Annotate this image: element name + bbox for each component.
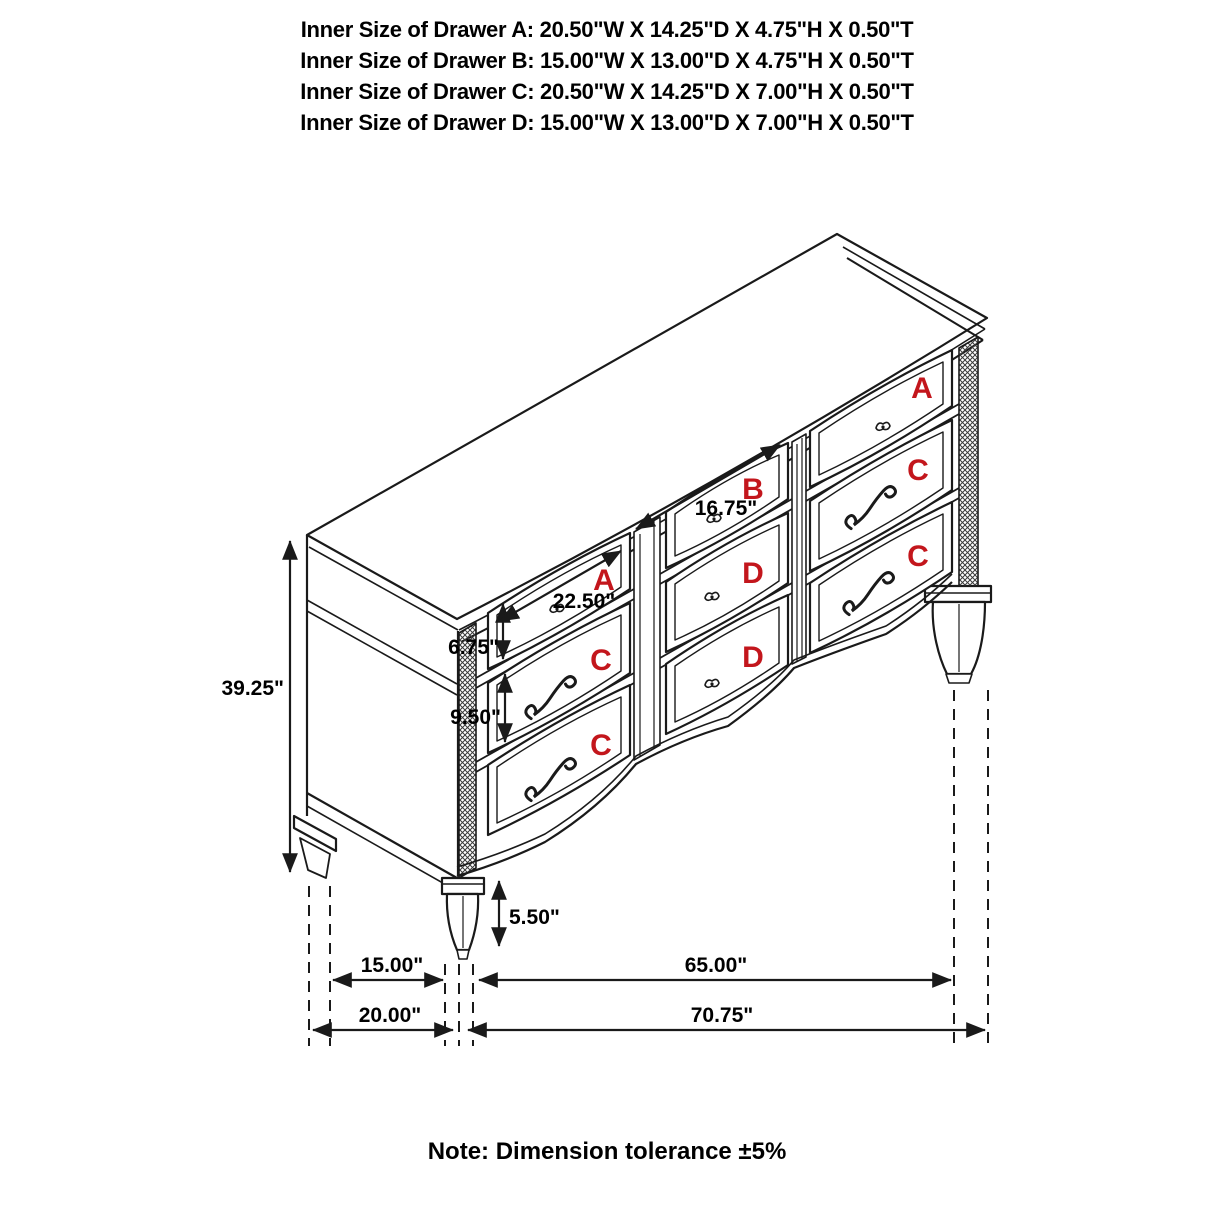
drawer-letter-labels: A C C B D D A C C [590, 372, 933, 762]
drawer-left-mid [486, 601, 632, 755]
tolerance-note: Note: Dimension tolerance ±5% [427, 1138, 787, 1165]
front-right-leg [923, 584, 993, 684]
drawer-divider-left-mid [633, 516, 661, 761]
leg-height-label: 5.50" [509, 906, 560, 929]
dresser-body [292, 232, 993, 960]
drawer-label-mid-top: B [742, 473, 764, 506]
drawer-label-right-top: A [911, 372, 933, 405]
dim-line-center-drawer-width [635, 444, 781, 530]
front-width-overall-label: 70.75" [691, 1004, 754, 1027]
knob-icon [704, 591, 720, 602]
drawer-label-left-top: A [593, 564, 615, 597]
drawer-label-right-bottom: C [907, 540, 929, 573]
drawer-label-left-bottom: C [590, 729, 612, 762]
drawer-label-right-mid: C [907, 454, 929, 487]
drawer-label-mid-mid: D [742, 557, 764, 590]
front-left-pilaster [458, 622, 477, 879]
knob-icon [875, 421, 891, 432]
side-depth-inner-label: 15.00" [361, 954, 424, 977]
drawer-right-top [808, 348, 954, 489]
drawer-left-bottom [486, 683, 632, 837]
drawer-mid-bottom [664, 593, 790, 736]
drawer-d-size-line: Inner Size of Drawer D: 15.00"W X 13.00"… [300, 110, 914, 135]
overall-height-label: 39.25" [221, 677, 284, 700]
front-left-leg [440, 876, 486, 960]
knob-icon [704, 678, 720, 689]
dim-line-left-drawer-width [499, 550, 622, 622]
drawer-label-mid-bottom: D [742, 641, 764, 674]
lower-drawer-height-label: 9.50" [450, 706, 501, 729]
dresser-side-panel [305, 535, 460, 892]
drawer-c-size-line: Inner Size of Drawer C: 20.50"W X 14.25"… [300, 79, 914, 104]
front-width-inner-label: 65.00" [685, 954, 748, 977]
center-drawer-width-label: 16.75" [695, 497, 758, 520]
extension-dashed-lines [308, 690, 989, 1046]
drawer-divider-mid-right [791, 433, 807, 665]
front-right-pilaster [958, 336, 979, 587]
drawer-mid-mid [664, 511, 790, 654]
drawer-b-size-line: Inner Size of Drawer B: 15.00"W X 13.00"… [300, 48, 914, 73]
left-drawer-width-label: 22.50" [553, 590, 616, 613]
side-depth-overall-label: 20.00" [359, 1004, 422, 1027]
rear-left-leg [292, 814, 338, 879]
bottom-apron [456, 573, 953, 878]
top-drawer-height-label: 6.75" [448, 636, 499, 659]
drawer-label-left-mid: C [590, 644, 612, 677]
dimension-labels: 39.25" 6.75" 9.50" 22.50" 16.75" 5.50" 1… [221, 497, 757, 1027]
drawer-a-size-line: Inner Size of Drawer A: 20.50"W X 14.25"… [300, 17, 914, 42]
drawer-size-title-block: Inner Size of Drawer A: 20.50"W X 14.25"… [0, 14, 1214, 138]
dimension-lines [282, 444, 986, 1038]
